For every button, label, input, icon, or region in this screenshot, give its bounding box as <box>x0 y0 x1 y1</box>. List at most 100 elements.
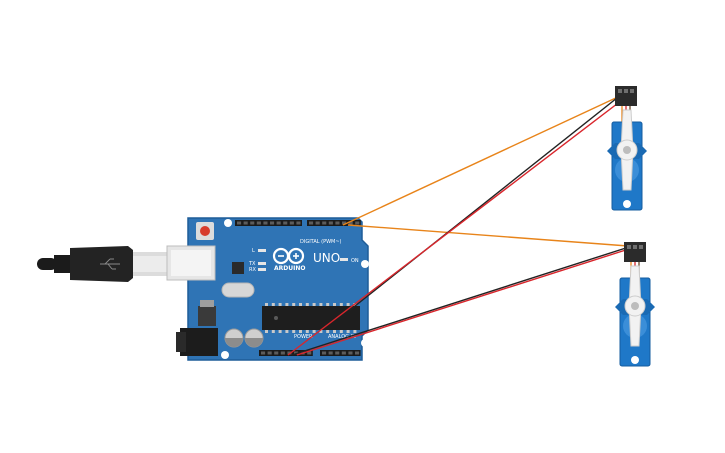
mcu-leg <box>312 303 316 306</box>
header-pin[interactable] <box>276 221 281 225</box>
header-pin[interactable] <box>309 221 314 225</box>
header-pin[interactable] <box>256 221 261 225</box>
crystal-oscillator <box>221 282 255 298</box>
header-pin[interactable] <box>280 351 285 355</box>
header-pin[interactable] <box>348 351 353 355</box>
mcu-leg <box>292 303 296 306</box>
usb-cable-boot <box>54 255 72 273</box>
capacitor-mark <box>225 338 243 347</box>
mcu-leg <box>326 330 330 333</box>
servo-1-shaft <box>623 146 631 154</box>
mcu-leg <box>265 330 268 333</box>
mounting-hole <box>224 219 232 227</box>
led-rx <box>258 268 266 271</box>
dc-barrel-jack <box>180 328 218 356</box>
usb-icon <box>100 258 120 270</box>
header-pin[interactable] <box>289 221 294 225</box>
mcu-leg <box>319 303 323 306</box>
header-pin[interactable] <box>261 351 266 355</box>
header-pin[interactable] <box>328 221 333 225</box>
arduino-infinity-logo <box>272 247 305 265</box>
mcu-leg <box>333 330 336 333</box>
ground-wire-servo-2[interactable] <box>291 246 630 356</box>
header-pin[interactable] <box>341 351 346 355</box>
connector-pin <box>618 89 622 93</box>
header-pin[interactable] <box>243 221 248 225</box>
header-pin[interactable] <box>296 221 301 225</box>
header-pin[interactable] <box>250 221 255 225</box>
servo-2-mount-hole <box>631 356 639 364</box>
header-pin[interactable] <box>342 221 347 225</box>
power-header-label: POWER <box>294 334 313 340</box>
digital-header-right[interactable] <box>307 220 361 226</box>
header-pin[interactable] <box>355 221 360 225</box>
power-wire-servo-1[interactable] <box>287 96 627 356</box>
mcu-leg <box>271 330 275 333</box>
usb-cable-strain-relief <box>37 258 57 270</box>
connector-pin <box>627 245 631 249</box>
capacitor-mark <box>245 338 263 347</box>
mcu-leg <box>339 303 343 306</box>
header-pin[interactable] <box>335 351 340 355</box>
uno-model-label: UNO <box>313 251 340 265</box>
mcu-leg <box>271 303 275 306</box>
usb-cable[interactable] <box>37 246 167 282</box>
mcu-leg <box>292 330 296 333</box>
on-label: ON <box>351 258 359 264</box>
reset-button-cap <box>200 226 210 236</box>
header-pin[interactable] <box>322 221 327 225</box>
analog-header[interactable] <box>320 350 361 356</box>
mcu-leg <box>305 330 309 333</box>
signal-wire-servo-1[interactable] <box>342 95 621 226</box>
tx-label: TX <box>248 261 256 267</box>
mcu-pins-bottom <box>265 330 357 333</box>
connector-pin <box>639 245 643 249</box>
usb-b-receptacle-inner <box>171 250 211 276</box>
header-pin[interactable] <box>355 351 360 355</box>
mcu-leg <box>305 303 309 306</box>
header-pin[interactable] <box>335 221 340 225</box>
mcu-leg <box>265 303 268 306</box>
header-housing <box>307 220 361 226</box>
mcu-leg <box>346 330 350 333</box>
voltage-regulator <box>198 306 216 326</box>
header-pin[interactable] <box>307 351 312 355</box>
header-pin[interactable] <box>315 221 320 225</box>
mcu-leg <box>346 303 350 306</box>
ground-wire-servo-1[interactable] <box>349 93 623 311</box>
header-pin[interactable] <box>267 351 272 355</box>
mounting-hole <box>361 260 369 268</box>
header-pin[interactable] <box>283 221 288 225</box>
usb-interface-chip <box>232 262 244 274</box>
mcu-leg <box>312 330 316 333</box>
mcu-pins-top <box>265 303 357 306</box>
header-pin[interactable] <box>237 221 242 225</box>
led-l <box>258 249 266 252</box>
connector-pin <box>624 89 628 93</box>
header-pin[interactable] <box>322 351 327 355</box>
header-pin[interactable] <box>287 351 292 355</box>
mounting-hole <box>361 339 369 347</box>
servo-motor-1[interactable] <box>607 86 647 211</box>
header-housing <box>320 350 361 356</box>
header-pin[interactable] <box>348 221 353 225</box>
arduino-uno-board[interactable]: L TX RX ON ARDUINO UNO DIGITAL (PWM~) PO… <box>166 217 369 361</box>
mcu-leg <box>285 330 289 333</box>
led-tx <box>258 262 266 265</box>
power-wire-servo-2[interactable] <box>296 247 633 356</box>
led-on <box>340 258 348 261</box>
digital-header-left[interactable] <box>235 220 302 226</box>
header-pin[interactable] <box>270 221 275 225</box>
digital-header-label: DIGITAL (PWM~) <box>300 239 342 245</box>
servo-motor-2[interactable] <box>615 242 655 367</box>
rx-label: RX <box>249 267 256 273</box>
usb-plug-metal-inner <box>133 256 167 272</box>
servo-1-mount-hole <box>623 200 631 208</box>
header-pin[interactable] <box>328 351 333 355</box>
header-pin[interactable] <box>274 351 279 355</box>
voltage-regulator-tab <box>200 300 214 307</box>
signal-wire-servo-2[interactable] <box>347 224 629 247</box>
mcu-leg <box>299 303 302 306</box>
wires <box>287 93 633 356</box>
header-pin[interactable] <box>263 221 268 225</box>
